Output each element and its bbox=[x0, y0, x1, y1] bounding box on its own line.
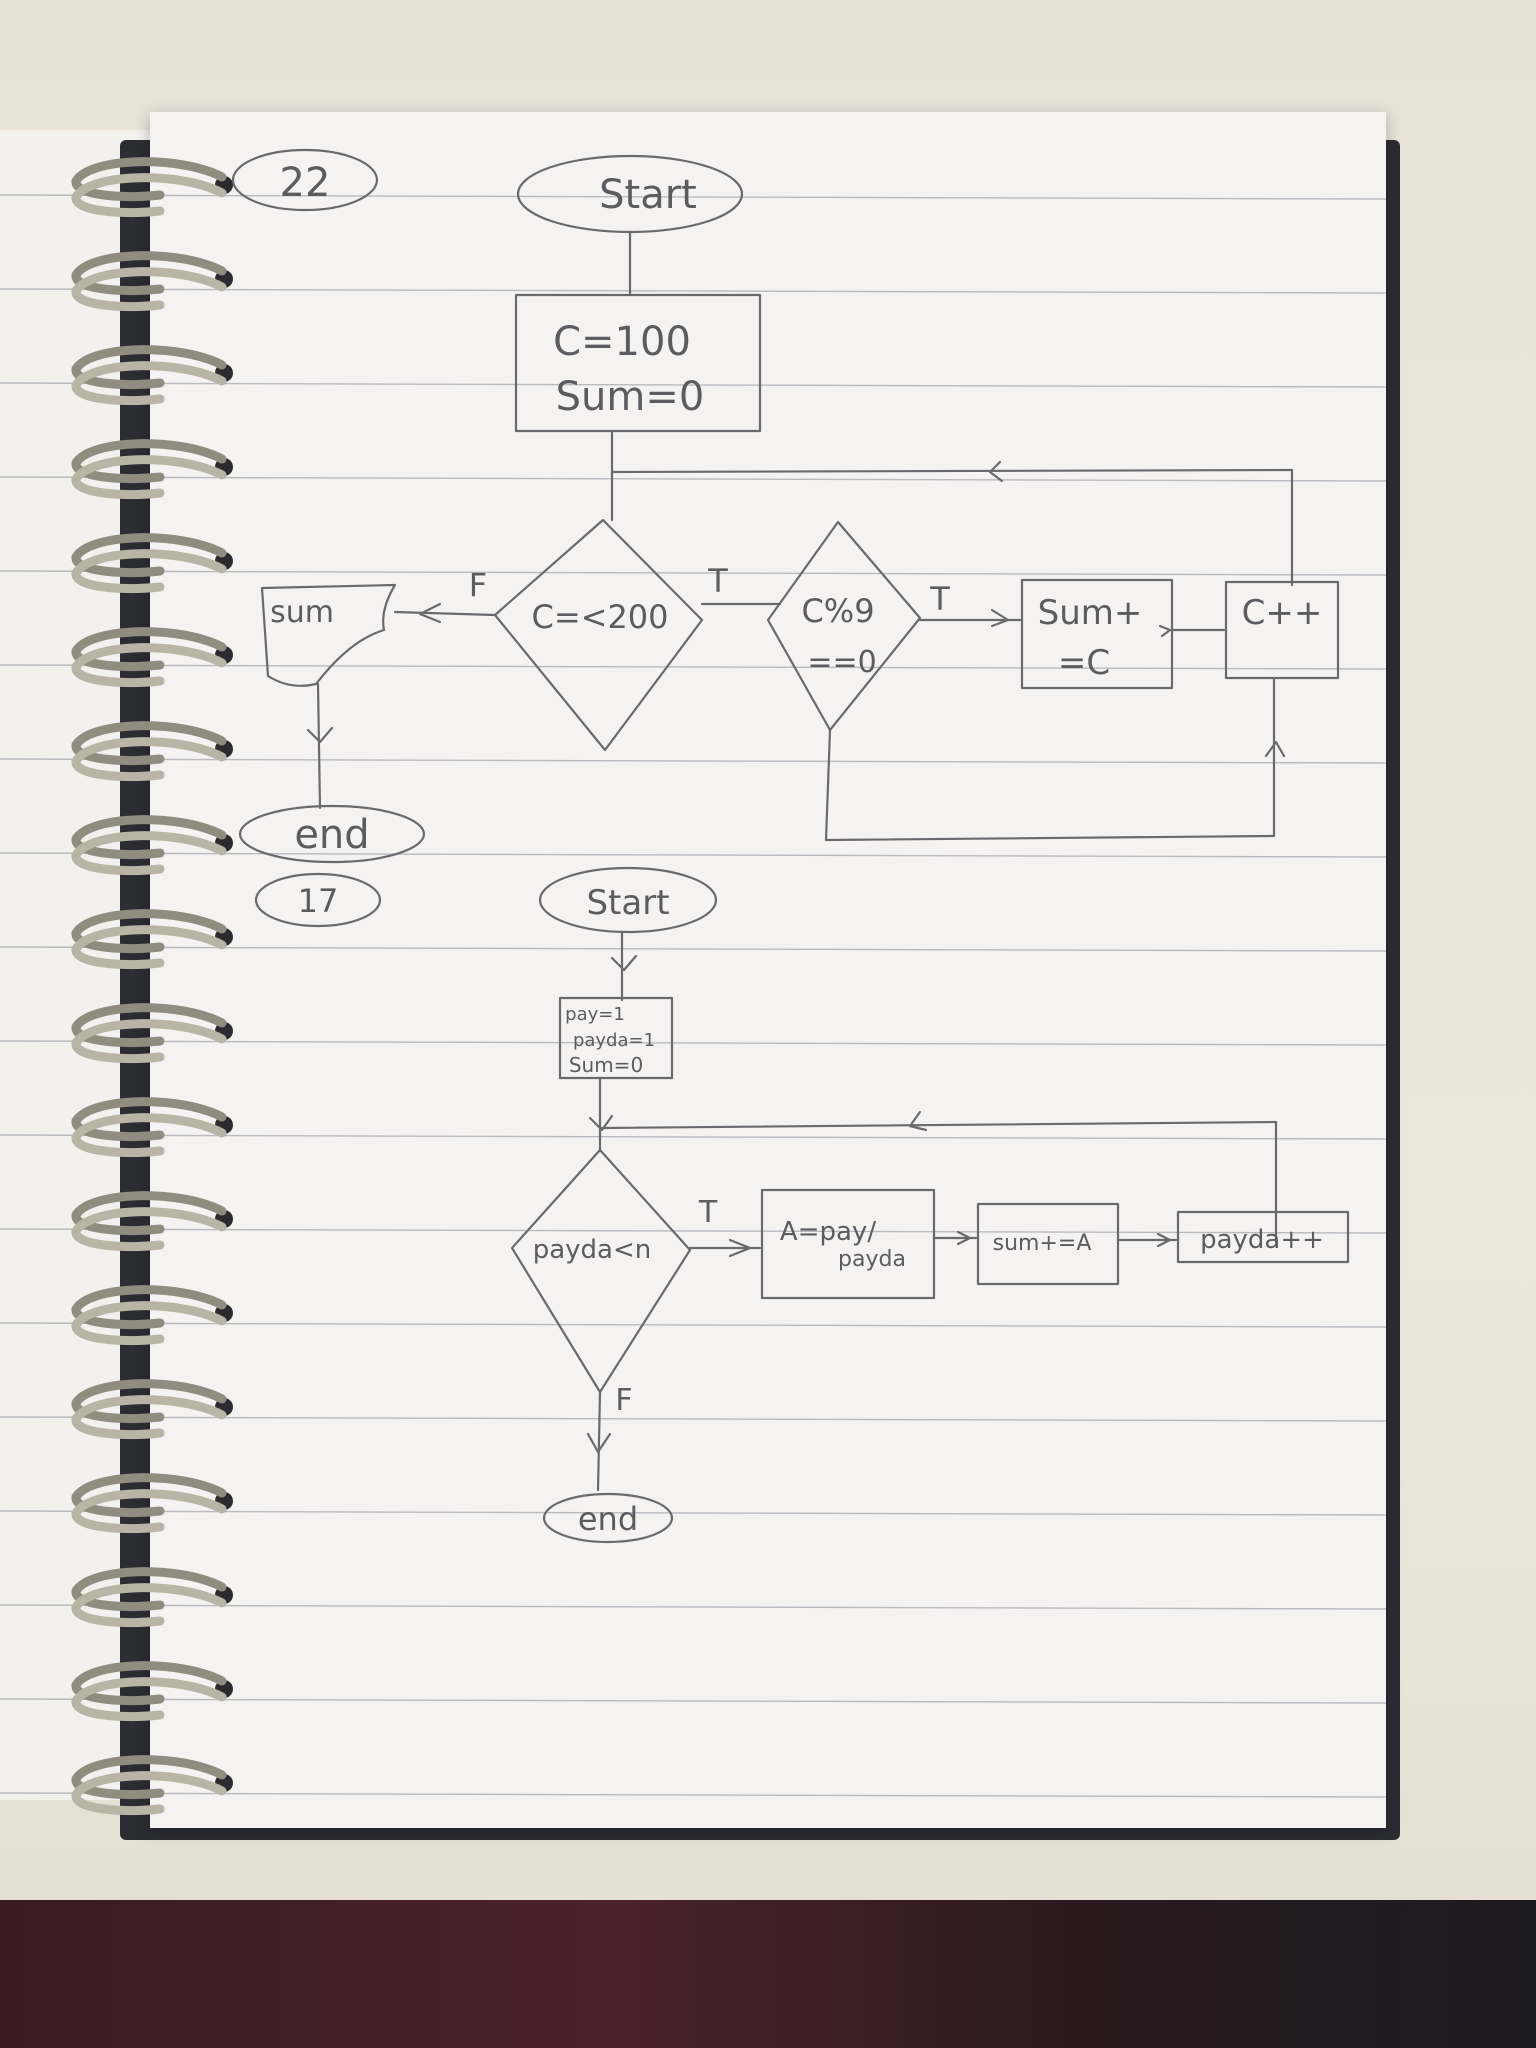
ruled-line bbox=[0, 1604, 1387, 1610]
fc17-end-label: end bbox=[578, 1500, 638, 1538]
spiral-ring bbox=[71, 251, 233, 311]
ruled-line bbox=[0, 1792, 1387, 1798]
fc17-decision-label: payda<n bbox=[533, 1235, 652, 1265]
fc17-start-label: Start bbox=[586, 883, 669, 923]
spiral-ring bbox=[71, 439, 233, 499]
notebook-page bbox=[150, 112, 1386, 1828]
ruled-line bbox=[0, 664, 1387, 670]
fc17-process-increment bbox=[1176, 1210, 1350, 1264]
fc17-process-sum-label: sum+=A bbox=[993, 1231, 1092, 1256]
ruled-line bbox=[0, 1416, 1387, 1422]
fc22-init-line1: C=100 bbox=[553, 319, 691, 365]
fc22-number-circle bbox=[231, 148, 379, 212]
ruled-line bbox=[0, 852, 1387, 858]
spiral-ring bbox=[71, 345, 233, 405]
fc17-process-a-line2: payda bbox=[838, 1247, 906, 1272]
ruled-line bbox=[0, 758, 1387, 764]
spiral-ring bbox=[71, 1003, 233, 1063]
fc17-init-line3: Sum=0 bbox=[569, 1053, 643, 1077]
spiral-ring bbox=[71, 1567, 233, 1627]
fc17-end-terminator bbox=[542, 1492, 674, 1544]
ruled-line bbox=[0, 1698, 1387, 1704]
fc22-process-sum-line2: =C bbox=[1058, 643, 1110, 683]
fc17-loop-return bbox=[600, 1120, 1278, 1244]
fc22-decision-2-false-path bbox=[824, 676, 1276, 842]
table-surface bbox=[0, 1900, 1536, 2048]
fc22-decision-1-label: C=<200 bbox=[531, 598, 668, 636]
fc17-process-increment-label: payda++ bbox=[1200, 1225, 1324, 1255]
fc17-number: 17 bbox=[298, 882, 339, 920]
ruled-line bbox=[0, 570, 1387, 576]
fc22-end-terminator bbox=[238, 804, 426, 864]
ruled-line bbox=[0, 476, 1387, 482]
ruled-line bbox=[0, 1040, 1387, 1046]
ruled-line bbox=[0, 1134, 1387, 1140]
fc17-init-line1: pay=1 bbox=[565, 1004, 625, 1025]
spiral-ring bbox=[71, 721, 233, 781]
spiral-ring bbox=[71, 1473, 233, 1533]
spiral-ring bbox=[71, 1285, 233, 1345]
spiral-ring bbox=[71, 1097, 233, 1157]
ruled-line bbox=[0, 1322, 1387, 1328]
fc22-decision-1 bbox=[493, 518, 704, 752]
spiral-ring bbox=[71, 1755, 233, 1815]
spiral-ring bbox=[71, 627, 233, 687]
fc17-decision-false: F bbox=[615, 1383, 632, 1418]
fc17-decision-true: T bbox=[698, 1195, 718, 1230]
fc22-init-box bbox=[514, 293, 762, 433]
spiral-ring bbox=[71, 1379, 233, 1439]
fc22-end-label: end bbox=[294, 812, 369, 858]
fc22-start-label: Start bbox=[599, 172, 697, 218]
fc22-output-shape bbox=[260, 583, 397, 687]
fc17-process-a bbox=[760, 1188, 936, 1300]
spiral-ring bbox=[71, 909, 233, 969]
fc22-loop-return bbox=[610, 468, 1294, 587]
fc22-process-sum bbox=[1020, 578, 1174, 690]
spiral-ring bbox=[71, 1661, 233, 1721]
spiral-ring bbox=[71, 533, 233, 593]
fc22-output-label: sum bbox=[270, 595, 334, 630]
fc22-process-increment bbox=[1224, 580, 1340, 680]
fc22-init-line2: Sum=0 bbox=[556, 374, 705, 420]
spiral-ring bbox=[71, 157, 233, 217]
fc17-init-line2: payda=1 bbox=[573, 1030, 655, 1051]
ruled-line bbox=[0, 946, 1387, 952]
fc22-decision-2-line2: ==0 bbox=[807, 645, 876, 680]
ruled-line bbox=[0, 1510, 1387, 1516]
fc17-number-circle bbox=[254, 872, 382, 928]
fc17-init-box bbox=[558, 996, 674, 1080]
fc22-decision-2-true: T bbox=[929, 580, 950, 618]
ruled-line bbox=[0, 1228, 1387, 1234]
fc22-decision-1-false: F bbox=[469, 566, 487, 604]
fc22-process-increment-label: C++ bbox=[1242, 593, 1323, 633]
fc22-process-sum-line1: Sum+ bbox=[1038, 593, 1143, 633]
fc22-decision-1-true: T bbox=[707, 562, 728, 600]
fc22-decision-2-line1: C%9 bbox=[801, 592, 874, 630]
fc22-number: 22 bbox=[280, 160, 331, 206]
ruled-line bbox=[0, 288, 1387, 294]
fc17-process-sum bbox=[976, 1202, 1120, 1286]
fc17-decision bbox=[510, 1148, 692, 1394]
spiral-ring bbox=[71, 815, 233, 875]
fc17-process-a-line1: A=pay/ bbox=[780, 1217, 876, 1247]
spiral-ring bbox=[71, 1191, 233, 1251]
ruled-line bbox=[0, 194, 1387, 200]
ruled-line bbox=[0, 382, 1387, 388]
fc17-start-terminator bbox=[538, 866, 718, 934]
